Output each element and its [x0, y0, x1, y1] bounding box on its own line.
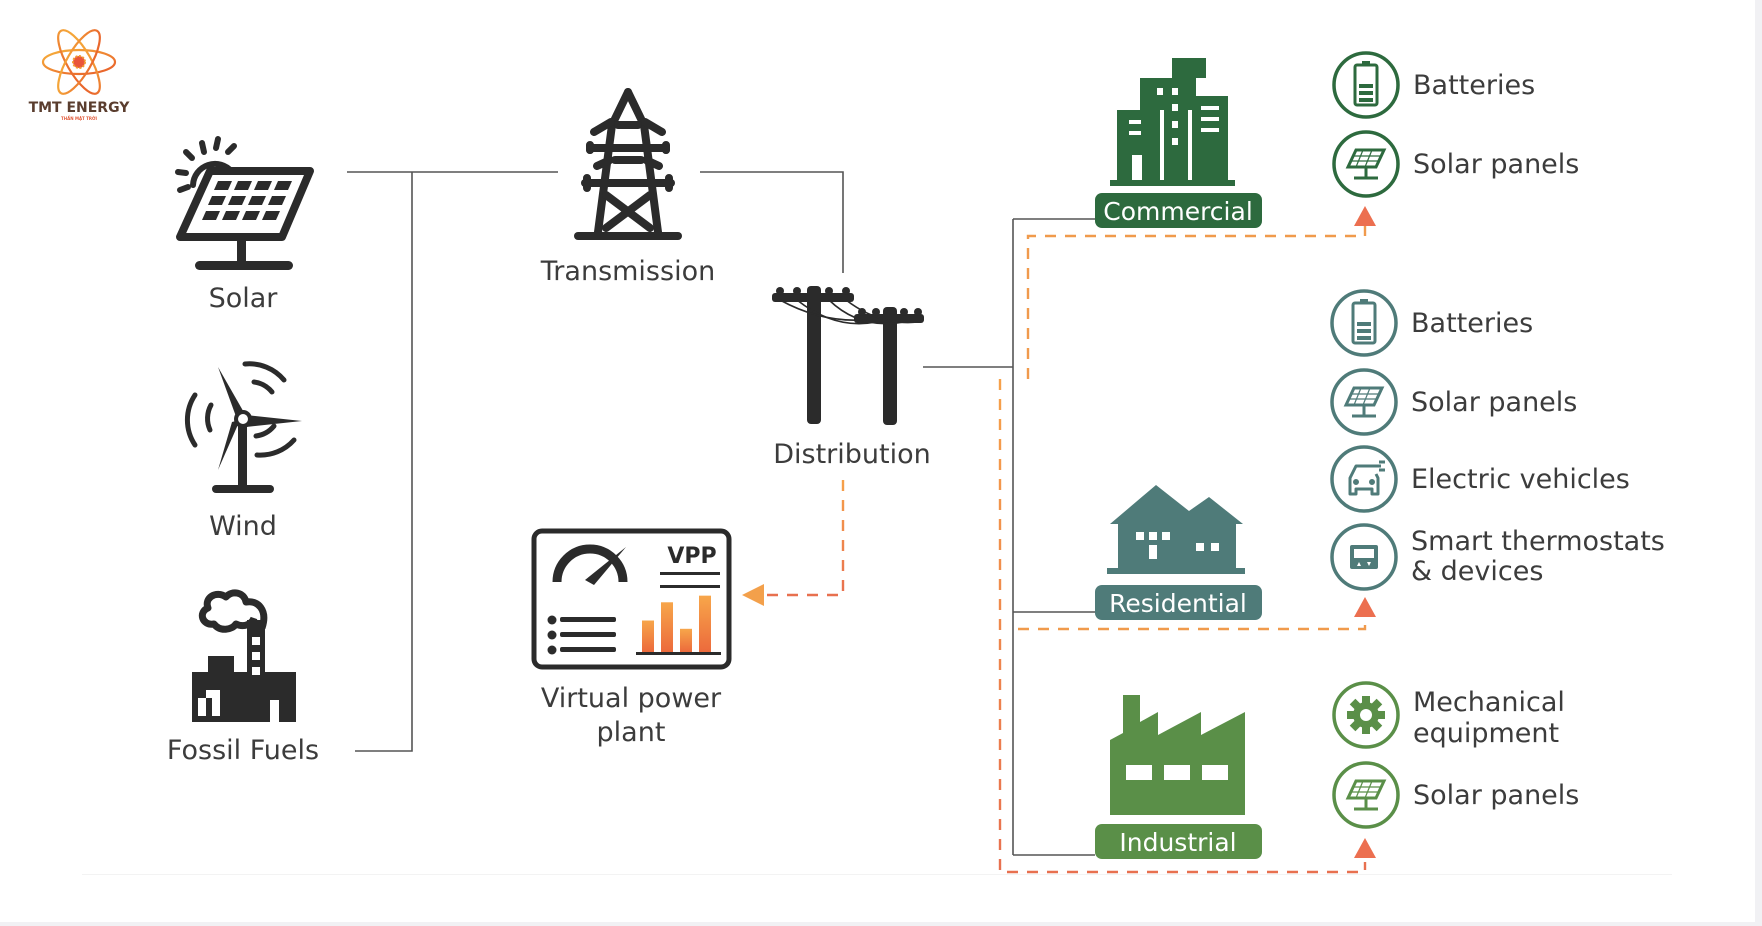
vpp-label-line2: plant: [597, 717, 666, 748]
distribution-node: Distribution: [772, 286, 931, 470]
source-label-wind: Wind: [209, 511, 277, 542]
consumer-commercial: Commercial Batteries Solar panels: [1095, 51, 1579, 228]
residential-dashed-line: [1018, 619, 1367, 631]
vpp-mini-bar: [661, 602, 673, 652]
factory-smoke-icon: [192, 589, 296, 722]
consumer-industrial: Industrial Mechanical equipment: [1095, 681, 1579, 859]
source-fossil-fuels: Fossil Fuels: [167, 589, 319, 766]
industrial-arrow-icon: [1354, 838, 1376, 858]
source-wind: Wind: [184, 361, 302, 542]
distribution-label: Distribution: [773, 439, 931, 470]
commercial-arrow-icon: [1354, 206, 1376, 226]
resource-solar-panels: Solar panels: [1332, 761, 1579, 829]
resource-label-line1: Smart thermostats: [1411, 526, 1665, 557]
transmission-tower-icon: [574, 88, 682, 240]
resource-label: Solar panels: [1413, 149, 1579, 180]
vpp-signal-lines: [765, 226, 1367, 874]
vpp-mini-bar: [642, 620, 654, 652]
vpp-dashboard-icon: VPP: [531, 528, 732, 670]
resource-mechanical-equipment: Mechanical equipment: [1332, 681, 1565, 749]
industrial-dashed-line: [998, 379, 1367, 874]
commercial-label: Commercial: [1103, 197, 1253, 226]
atom-sun-icon: [41, 29, 117, 95]
vpp-mini-chart: [642, 595, 711, 652]
office-buildings-icon: [1110, 58, 1235, 186]
resource-electric-vehicles: Electric vehicles: [1330, 445, 1630, 513]
logo-name: TMT ENERGY: [29, 100, 131, 116]
logo: TMT ENERGY THẦN MẶT TRỜI: [29, 29, 131, 121]
resource-label-line2: equipment: [1413, 718, 1559, 749]
vpp-arrow-icon: [742, 584, 764, 606]
wind-turbine-icon: [184, 361, 302, 493]
resource-label: Batteries: [1413, 70, 1535, 101]
vpp-node: VPP Virtual power plant: [531, 528, 732, 748]
resource-label-line1: Mechanical: [1413, 687, 1565, 718]
industrial-label: Industrial: [1119, 828, 1236, 857]
vpp-mini-bar: [680, 628, 692, 652]
thermostat-icon: [1350, 545, 1378, 569]
resource-solar-panels: Solar panels: [1332, 130, 1579, 198]
residential-arrow-icon: [1354, 597, 1376, 617]
residential-label: Residential: [1109, 589, 1247, 618]
sources-vertical-line: [355, 172, 413, 752]
vpp-badge-text: VPP: [667, 544, 716, 569]
residential-label-pill: [1095, 585, 1262, 620]
source-label-fossil-fuels: Fossil Fuels: [167, 735, 319, 766]
diagram-frame: [82, 0, 1672, 875]
consumer-residential: Residential Batteries Solar panels: [1095, 289, 1665, 620]
transmission-to-distribution-line: [700, 171, 844, 273]
logo-tagline: THẦN MẶT TRỜI: [61, 116, 97, 121]
battery-icon: [1351, 299, 1377, 345]
source-solar: Solar: [175, 136, 314, 314]
electric-vehicle-icon: [1348, 460, 1385, 496]
power-lines: [347, 171, 1095, 856]
resource-label-line2: & devices: [1411, 556, 1543, 587]
resource-batteries: Batteries: [1332, 51, 1535, 119]
vpp-label-line1: Virtual power: [541, 683, 722, 714]
solar-panel-icon: [1345, 148, 1387, 180]
transmission-node: Transmission: [540, 88, 715, 287]
gear-icon: [1347, 696, 1385, 734]
resource-batteries: Batteries: [1330, 289, 1533, 357]
resource-label: Solar panels: [1413, 780, 1579, 811]
industrial-label-pill: [1095, 824, 1262, 859]
solar-panel-icon: [1345, 779, 1387, 811]
resource-label: Batteries: [1411, 308, 1533, 339]
solar-panel-icon: [1343, 386, 1385, 418]
resource-label: Solar panels: [1411, 387, 1577, 418]
factory-icon: [1110, 695, 1245, 815]
vpp-mini-bar: [699, 595, 711, 652]
utility-poles-icon: [772, 286, 924, 425]
resource-label: Electric vehicles: [1411, 464, 1630, 495]
source-label-solar: Solar: [209, 283, 279, 314]
transmission-label: Transmission: [540, 256, 715, 287]
commercial-dashed-line: [1026, 226, 1367, 379]
commercial-label-pill: [1095, 193, 1262, 228]
vpp-dashed-line: [765, 480, 845, 597]
arrowheads: [742, 206, 1376, 858]
battery-icon: [1353, 61, 1379, 107]
houses-icon: [1107, 485, 1245, 574]
resource-solar-panels: Solar panels: [1330, 368, 1577, 436]
solar-panel-icon: [175, 136, 314, 270]
resource-smart-thermostats: Smart thermostats & devices: [1330, 523, 1665, 591]
